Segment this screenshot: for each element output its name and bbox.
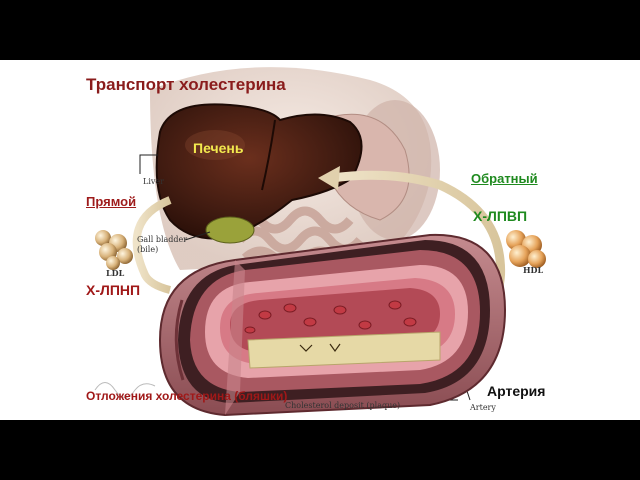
artery bbox=[158, 233, 507, 417]
illustration bbox=[94, 67, 546, 417]
blood-cells bbox=[244, 300, 417, 334]
signature bbox=[94, 382, 156, 398]
liver bbox=[155, 103, 363, 240]
artery-english-label: Artery bbox=[470, 403, 496, 412]
bile-english-label: (bile) bbox=[137, 245, 159, 254]
page-title: Транспорт холестерина bbox=[86, 75, 286, 94]
direct-transport-label: Прямой bbox=[86, 194, 137, 209]
gall-bladder-english-label: Gall bladder bbox=[137, 235, 188, 244]
ldl-arrow bbox=[132, 196, 172, 294]
reverse-transport-label: Обратный bbox=[471, 171, 538, 186]
artery-label: Артерия bbox=[487, 383, 546, 399]
hdl-english-label: HDL bbox=[523, 265, 544, 275]
ldl-particles bbox=[95, 230, 133, 270]
hdl-particles bbox=[506, 230, 546, 268]
gall-bladder bbox=[205, 216, 255, 244]
hdl-label: Х-ЛПВП bbox=[473, 208, 528, 224]
deposit-english-label: Cholesterol deposit (plaque) bbox=[285, 401, 401, 410]
liver-english-label: Liver bbox=[143, 177, 164, 186]
slide: Транспорт холестерина Печень Прямой Х-ЛП… bbox=[0, 60, 640, 420]
ldl-english-label: LDL bbox=[106, 268, 125, 278]
plaque-deposit-label: Отложения холестерина (бляшки) bbox=[86, 389, 288, 403]
ldl-label: Х-ЛПНП bbox=[86, 282, 141, 298]
liver-label: Печень bbox=[193, 140, 244, 156]
